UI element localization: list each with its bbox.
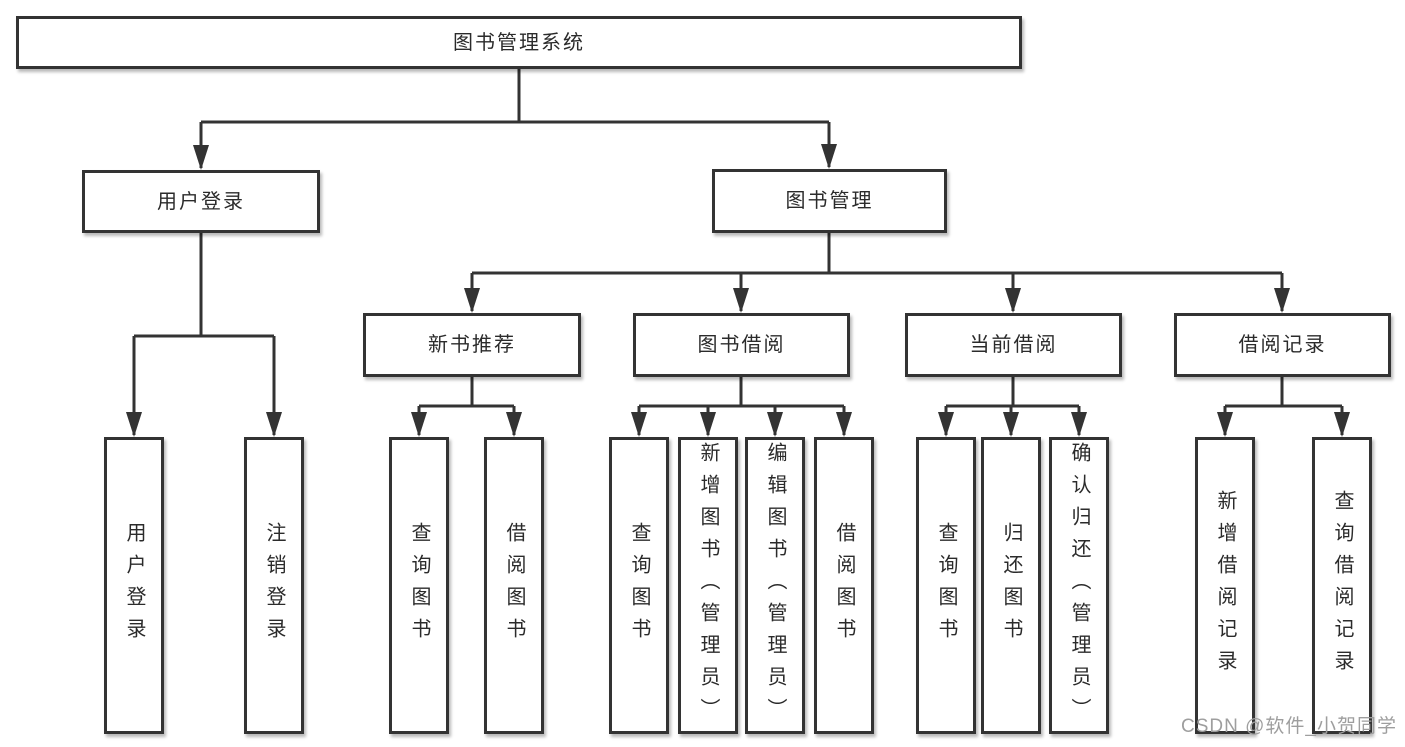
leaf-borrow-books-recommend: 借阅图书 (484, 437, 544, 734)
node-borrow-records-label: 借阅记录 (1238, 334, 1327, 356)
node-user-login: 用户登录 (82, 170, 320, 233)
leaf-logout: 注销登录 (244, 437, 304, 734)
arrowhead-icon (193, 145, 209, 170)
node-current-borrow-label: 当前借阅 (969, 334, 1058, 356)
node-root-label: 图书管理系统 (453, 31, 585, 54)
leaf-user-login: 用户登录 (104, 437, 164, 734)
leaf-query-books-current-label: 查询图书 (935, 521, 957, 650)
leaf-logout-label: 注销登录 (263, 521, 285, 650)
leaf-return-books-label: 归还图书 (1000, 521, 1022, 650)
node-book-borrow: 图书借阅 (633, 313, 850, 377)
arrowhead-icon (1003, 412, 1019, 437)
arrowhead-icon (700, 412, 716, 437)
leaf-borrow-books-label: 借阅图书 (833, 521, 855, 650)
node-current-borrow: 当前借阅 (905, 313, 1122, 377)
leaf-query-borrow-record-label: 查询借阅记录 (1331, 489, 1353, 682)
arrowhead-icon (938, 412, 954, 437)
leaf-query-books-recommend-label: 查询图书 (408, 521, 430, 650)
leaf-edit-books-admin-label: 编辑图书（管理员） (764, 441, 786, 730)
node-root: 图书管理系统 (16, 16, 1022, 69)
arrowhead-icon (1274, 288, 1290, 313)
arrowhead-icon (464, 288, 480, 313)
arrowhead-icon (1334, 412, 1350, 437)
leaf-return-books: 归还图书 (981, 437, 1041, 734)
leaf-query-books-current: 查询图书 (916, 437, 976, 734)
arrowhead-icon (506, 412, 522, 437)
node-new-book-recommend-label: 新书推荐 (428, 334, 516, 356)
edge-bookmgmt-to-level3 (470, 233, 1284, 311)
node-book-management: 图书管理 (712, 169, 947, 233)
arrowheads (126, 144, 1350, 437)
csdn-watermark: CSDN @软件_小贺同学 (1181, 716, 1397, 737)
leaf-query-books-borrow: 查询图书 (609, 437, 669, 734)
leaf-user-login-label: 用户登录 (123, 521, 145, 650)
leaf-query-books-borrow-label: 查询图书 (628, 521, 650, 650)
arrowhead-icon (126, 412, 142, 437)
leaf-add-books-admin-label: 新增图书（管理员） (697, 441, 719, 730)
arrowhead-icon (836, 412, 852, 437)
node-borrow-records: 借阅记录 (1174, 313, 1391, 377)
leaf-query-books-recommend: 查询图书 (389, 437, 449, 734)
leaf-add-books-admin: 新增图书（管理员） (678, 437, 738, 734)
leaf-query-borrow-record: 查询借阅记录 (1312, 437, 1372, 734)
leaf-add-borrow-record-label: 新增借阅记录 (1214, 489, 1236, 682)
edge-newbooks-to-leaves (417, 377, 516, 435)
arrowhead-icon (1005, 288, 1021, 313)
edge-lines (132, 69, 1344, 435)
edge-borrow-to-leaves (637, 377, 846, 435)
arrowhead-icon (266, 412, 282, 437)
edge-records-to-leaves (1223, 377, 1344, 435)
node-book-management-label: 图书管理 (785, 190, 874, 212)
arrowhead-icon (821, 144, 837, 169)
edge-login-to-leaves (132, 233, 276, 435)
leaf-add-borrow-record: 新增借阅记录 (1195, 437, 1255, 734)
arrowhead-icon (1217, 412, 1233, 437)
node-book-borrow-label: 图书借阅 (697, 334, 786, 356)
leaf-edit-books-admin: 编辑图书（管理员） (745, 437, 805, 734)
leaf-confirm-return-admin: 确认归还（管理员） (1049, 437, 1109, 734)
leaf-confirm-return-admin-label: 确认归还（管理员） (1068, 441, 1090, 730)
leaf-borrow-books-recommend-label: 借阅图书 (503, 521, 525, 650)
arrowhead-icon (411, 412, 427, 437)
arrowhead-icon (767, 412, 783, 437)
arrowhead-icon (733, 288, 749, 313)
node-new-book-recommend: 新书推荐 (363, 313, 581, 377)
node-user-login-label: 用户登录 (157, 190, 245, 213)
arrowhead-icon (1071, 412, 1087, 437)
arrowhead-icon (631, 412, 647, 437)
leaf-borrow-books: 借阅图书 (814, 437, 874, 734)
edge-root-to-level2 (199, 69, 831, 168)
